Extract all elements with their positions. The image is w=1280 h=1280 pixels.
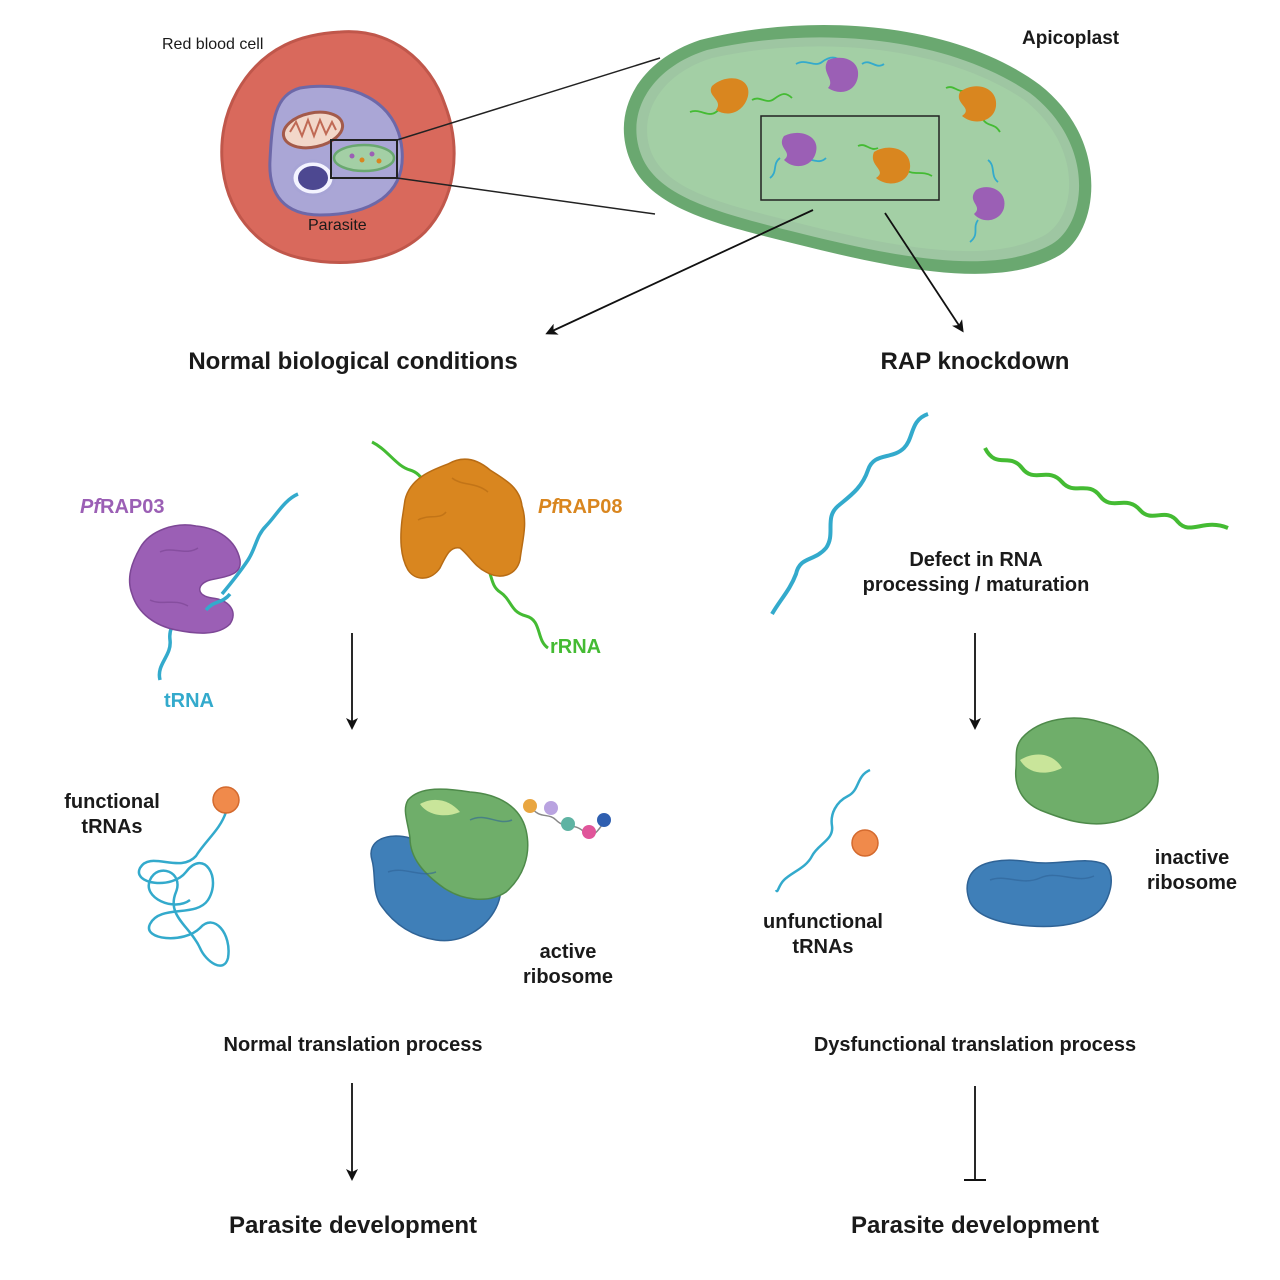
pfrap03-protein-icon	[128, 492, 299, 681]
active-ribosome-icon	[370, 788, 611, 942]
functional-line-2: tRNAs	[81, 816, 143, 838]
pfrap08-prefix: Pf	[538, 496, 558, 518]
rap-knockdown-heading: RAP knockdown	[880, 348, 1070, 375]
pfrap08-suffix: RAP08	[558, 496, 623, 518]
red-blood-cell-icon	[220, 30, 456, 264]
parasite-development-left: Parasite development	[228, 1212, 478, 1239]
normal-translation-label: Normal translation process	[223, 1034, 483, 1056]
pfrap03-label: PfRAP03	[80, 496, 164, 519]
defect-label: Defect in RNA processing / maturation	[863, 548, 1090, 598]
functional-trna-icon	[137, 786, 240, 967]
parasite-label: Parasite	[308, 217, 367, 234]
pfrap08-protein-icon	[371, 440, 549, 650]
pfrap03-suffix: RAP03	[100, 496, 165, 518]
red-blood-cell-label: Red blood cell	[162, 36, 264, 53]
functional-trnas-label: functional tRNAs	[64, 790, 160, 840]
rrna-label: rRNA	[550, 636, 602, 658]
apicoplast-label: Apicoplast	[1022, 28, 1120, 49]
apicoplast-icon	[623, 25, 1092, 274]
unfunctional-trna-icon	[774, 768, 879, 893]
pfrap03-prefix: Pf	[80, 496, 100, 518]
unfunctional-trnas-label: unfunctional tRNAs	[763, 910, 883, 960]
nucleus-icon	[290, 159, 336, 197]
defect-line-2: processing / maturation	[862, 574, 1090, 596]
unfunctional-line-1: unfunctional	[763, 911, 883, 933]
defect-line-1: Defect in RNA	[909, 549, 1043, 571]
active-ribosome-label: active ribosome	[523, 940, 613, 990]
dysfunctional-translation-label: Dysfunctional translation process	[813, 1034, 1137, 1056]
active-line-1: active	[539, 941, 597, 963]
inactive-line-1: inactive	[1154, 847, 1230, 869]
unfunctional-line-2: tRNAs	[792, 936, 854, 958]
free-rna-icon	[770, 412, 1229, 615]
apicoplast-proteins	[689, 56, 1005, 243]
inactive-line-2: ribosome	[1146, 872, 1238, 894]
trna-label: tRNA	[164, 690, 214, 712]
normal-conditions-heading: Normal biological conditions	[188, 348, 518, 375]
pfrap08-label: PfRAP08	[538, 496, 622, 519]
active-line-2: ribosome	[522, 966, 614, 988]
parasite-development-right: Parasite development	[850, 1212, 1100, 1239]
inactive-ribosome-icon	[966, 717, 1159, 928]
mitochondrion-icon	[281, 110, 345, 150]
inactive-ribosome-label: inactive ribosome	[1147, 846, 1237, 896]
functional-line-1: functional	[64, 791, 160, 813]
